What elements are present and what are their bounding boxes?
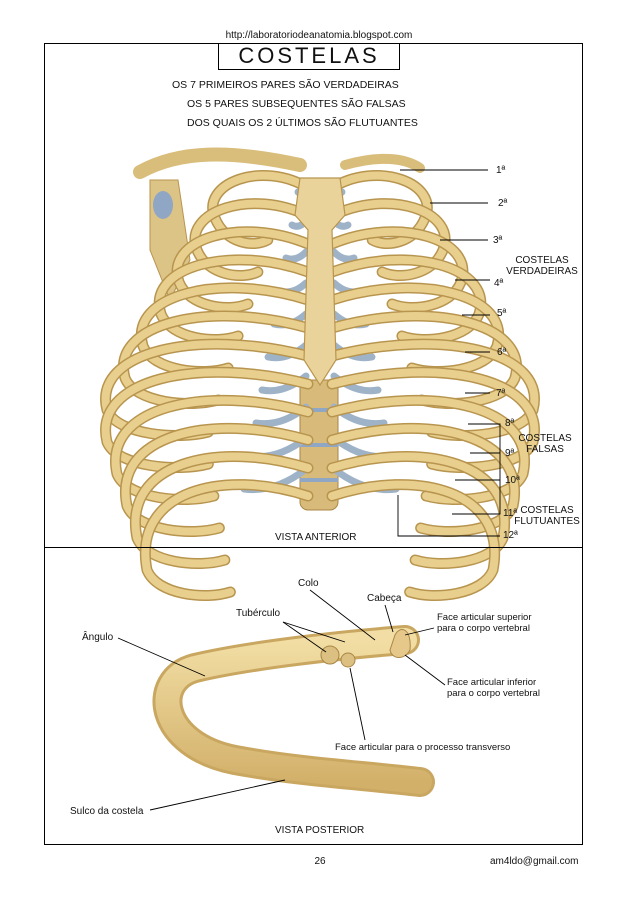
rib-shape-fill [101, 368, 312, 472]
true-ribs-line-2: VERDADEIRAS [506, 266, 578, 277]
rib-shape-fill [328, 480, 499, 600]
face-superior-line-2: para o corpo vertebral [437, 623, 530, 634]
face-inferior-line-2: para o corpo vertebral [447, 688, 540, 699]
rib-label-5: 5ª [497, 308, 507, 319]
costal-cartilage [330, 248, 358, 263]
anterior-view-caption: VISTA ANTERIOR [275, 532, 357, 543]
rib-shape-fill [121, 424, 312, 536]
rib-shape-fill [328, 424, 519, 536]
label-angulo: Ângulo [82, 632, 114, 643]
rib-shape-fill [141, 480, 312, 600]
rib-label-1: 1ª [496, 165, 506, 176]
label-tuberculo: Tubérculo [236, 608, 281, 619]
rib-label-8: 8ª [505, 418, 515, 429]
rib-label-10: 10ª [505, 475, 520, 486]
label-face-superior: Face articular superior para o corpo ver… [437, 612, 532, 634]
rib-cage-illustration [100, 147, 540, 602]
rib-label-4: 4ª [494, 278, 504, 289]
label-cabeca: Cabeça [367, 593, 402, 604]
rib-label-7: 7ª [496, 388, 506, 399]
rib-label-6: 6ª [497, 347, 507, 358]
rib-shape-fill [131, 452, 312, 568]
rib-shape-fill [328, 368, 539, 472]
label-face-transverso: Face articular para o processo transvers… [335, 742, 511, 753]
false-ribs-label: COSTELAS FALSAS [510, 433, 580, 455]
page-frame [44, 43, 583, 845]
floating-ribs-line-1: COSTELAS [520, 505, 574, 516]
section-divider [44, 547, 583, 548]
rib-label-3: 3ª [493, 235, 503, 246]
rib-label-2: 2ª [498, 198, 508, 209]
false-ribs-line-1: COSTELAS [518, 433, 572, 444]
false-ribs-line-2: FALSAS [526, 444, 564, 455]
label-face-inferior: Face articular inferior para o corpo ver… [447, 677, 540, 699]
rib-label-9: 9ª [505, 448, 515, 459]
rib-label-12: 12ª [503, 530, 518, 541]
single-rib-illustration [152, 625, 435, 797]
rib-part-leader-lines [117, 589, 446, 811]
label-colo: Colo [298, 578, 319, 589]
intro-line-3: DOS QUAIS OS 2 ÚLTIMOS SÃO FLUTUANTES [187, 117, 418, 129]
page-number: 26 [314, 856, 326, 867]
true-ribs-label: COSTELAS VERDADEIRAS [502, 255, 582, 277]
rib-leader-lines [397, 169, 501, 537]
true-ribs-line-1: COSTELAS [515, 255, 569, 266]
face-superior-line-1: Face articular superior [437, 612, 532, 623]
posterior-view-caption: VISTA POSTERIOR [275, 825, 365, 836]
intro-line-1: OS 7 PRIMEIROS PARES SÃO VERDADEIRAS [172, 79, 399, 91]
floating-ribs-label: COSTELAS FLUTUANTES [510, 505, 584, 527]
rib-label-11: 11ª [503, 508, 518, 519]
face-inferior-line-1: Face articular inferior [447, 677, 537, 688]
label-sulco: Sulco da costela [70, 806, 144, 817]
floating-ribs-line-2: FLUTUANTES [514, 516, 580, 527]
page-title: COSTELAS [218, 43, 400, 70]
source-url: http://laboratoriodeanatomia.blogspot.co… [225, 30, 413, 41]
intro-line-2: OS 5 PARES SUBSEQUENTES SÃO FALSAS [187, 98, 406, 110]
author-email: am4ldo@gmail.com [490, 856, 579, 867]
rib-shape-fill [328, 452, 509, 568]
costal-cartilage [282, 248, 310, 263]
